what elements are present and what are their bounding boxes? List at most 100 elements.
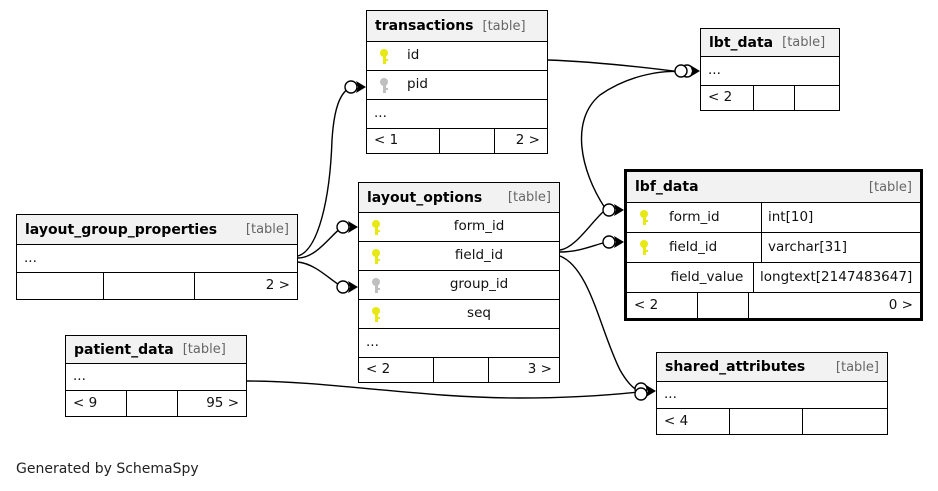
more-columns-ellipsis: ... xyxy=(73,368,86,385)
table-node-patient-data[interactable]: patient_data [table] ... < 9 95 > xyxy=(65,335,247,417)
footer-children-count xyxy=(803,409,887,434)
column-row[interactable]: form_id xyxy=(359,213,559,242)
table-node-lbt-data[interactable]: lbt_data [table] ... < 2 xyxy=(700,28,840,111)
edge-layout-options-lbf-data-form xyxy=(559,211,604,251)
edge-endpoint-circle xyxy=(602,203,616,217)
footer-children-count: 3 > xyxy=(527,361,552,378)
column-list: ... xyxy=(657,382,887,409)
footer-middle xyxy=(697,293,749,318)
column-row-more: ... xyxy=(359,329,559,358)
footer-children-count: 0 > xyxy=(888,296,913,313)
table-footer-transactions: < 1 2 > xyxy=(367,128,547,153)
column-name: id xyxy=(407,47,420,64)
footer-middle xyxy=(126,391,178,416)
edge-layout-group-properties-transactions xyxy=(297,87,350,257)
table-footer-lbf-data: < 2 0 > xyxy=(627,292,920,318)
footer-parents-count: < 9 xyxy=(73,394,98,411)
footer-parents-count: < 2 xyxy=(366,361,391,378)
edge-endpoint-circle xyxy=(602,235,616,249)
table-footer-patient-data: < 9 95 > xyxy=(66,390,246,416)
primary-key-icon xyxy=(359,306,393,322)
table-node-layout-options[interactable]: layout_options [table] form_id field_id … xyxy=(358,182,560,383)
table-node-shared-attributes[interactable]: shared_attributes [table] ... < 4 xyxy=(656,352,888,435)
table-tag: [table] xyxy=(507,190,551,205)
column-name: group_id xyxy=(449,276,509,293)
table-tag: [table] xyxy=(482,18,526,34)
column-type: varchar[31] xyxy=(761,233,920,262)
column-list: ... xyxy=(17,245,297,273)
table-tag: [table] xyxy=(782,35,826,50)
table-node-lbf-data[interactable]: lbf_data [table] form_id int[10] field_i… xyxy=(624,169,923,321)
edge-endpoint-circle xyxy=(634,382,648,396)
column-name: field_id xyxy=(669,238,718,255)
table-tag: [table] xyxy=(182,342,226,357)
column-name: pid xyxy=(407,76,428,93)
table-name: layout_group_properties xyxy=(25,221,218,238)
table-title-layout-options: layout_options [table] xyxy=(359,183,559,213)
edge-layout-options-lbf-data-field xyxy=(559,242,604,253)
column-row[interactable]: form_id int[10] xyxy=(627,203,920,233)
table-title-shared-attributes: shared_attributes [table] xyxy=(657,353,887,382)
column-list: form_id int[10] field_id varchar[31] fie… xyxy=(627,203,920,293)
more-columns-ellipsis: ... xyxy=(664,386,677,403)
column-row[interactable]: seq xyxy=(359,300,559,329)
footer-children-count: 2 > xyxy=(265,277,290,294)
column-list: form_id field_id group_id seq ... xyxy=(359,213,559,358)
edge-layout-group-properties-layout-options-group xyxy=(297,261,342,287)
footer-parents-count: < 2 xyxy=(708,89,733,106)
edge-transactions-lbt-data xyxy=(547,59,682,73)
table-title-transactions: transactions [table] xyxy=(367,11,547,42)
column-row[interactable]: field_id xyxy=(359,242,559,271)
table-node-layout-group-properties[interactable]: layout_group_properties [table] ... 2 > xyxy=(16,214,298,300)
primary-key-icon xyxy=(627,240,661,255)
footer-children-count xyxy=(795,86,839,110)
column-row[interactable]: pid xyxy=(367,71,547,100)
table-node-transactions[interactable]: transactions [table] id pid ... < 1 2 > xyxy=(366,10,548,154)
footer-middle xyxy=(729,409,803,434)
edge-patient-data-shared-attributes xyxy=(246,380,640,399)
column-row[interactable]: field_value longtext[2147483647] xyxy=(627,263,920,293)
footer-middle xyxy=(753,86,795,110)
table-title-layout-group-properties: layout_group_properties [table] xyxy=(17,215,297,245)
column-row[interactable]: field_id varchar[31] xyxy=(627,233,920,263)
column-name: seq xyxy=(467,305,491,322)
footer-children-count: 95 > xyxy=(206,394,239,411)
more-columns-ellipsis: ... xyxy=(366,334,379,351)
column-row-more: ... xyxy=(701,57,839,86)
footer-parents-count: < 4 xyxy=(664,412,689,429)
column-type: longtext[2147483647] xyxy=(753,263,920,292)
column-list: ... xyxy=(66,364,246,391)
table-name: patient_data xyxy=(74,341,174,358)
more-columns-ellipsis: ... xyxy=(24,249,37,266)
edge-endpoint-circle xyxy=(344,80,358,94)
table-footer-layout-group-properties: 2 > xyxy=(17,272,297,299)
more-columns-ellipsis: ... xyxy=(374,105,387,122)
column-name: form_id xyxy=(669,208,720,225)
column-row-more: ... xyxy=(657,382,887,409)
table-title-lbt-data: lbt_data [table] xyxy=(701,29,839,57)
primary-key-icon xyxy=(359,248,393,264)
footer-middle xyxy=(433,358,489,382)
edge-endpoint-circle xyxy=(336,220,350,234)
column-list: ... xyxy=(701,57,839,86)
table-name: shared_attributes xyxy=(665,359,806,375)
table-name: lbt_data xyxy=(709,34,774,51)
column-row-more: ... xyxy=(17,245,297,273)
column-row[interactable]: id xyxy=(367,42,547,71)
column-list: id pid ... xyxy=(367,42,547,129)
footer-middle xyxy=(103,273,195,299)
column-name: field_value xyxy=(670,268,744,285)
foreign-key-icon xyxy=(367,77,401,93)
table-tag: [table] xyxy=(868,179,912,195)
column-type: int[10] xyxy=(761,203,920,232)
edge-endpoint-circle xyxy=(634,387,648,401)
primary-key-icon xyxy=(367,48,401,64)
table-name: lbf_data xyxy=(635,179,699,195)
edge-endpoint-circle xyxy=(674,64,688,78)
footer-parents-count: < 2 xyxy=(634,296,659,313)
column-row[interactable]: group_id xyxy=(359,271,559,300)
footer-children-count: 2 > xyxy=(515,132,540,149)
table-name: layout_options xyxy=(367,189,483,206)
column-name: field_id xyxy=(454,247,504,264)
